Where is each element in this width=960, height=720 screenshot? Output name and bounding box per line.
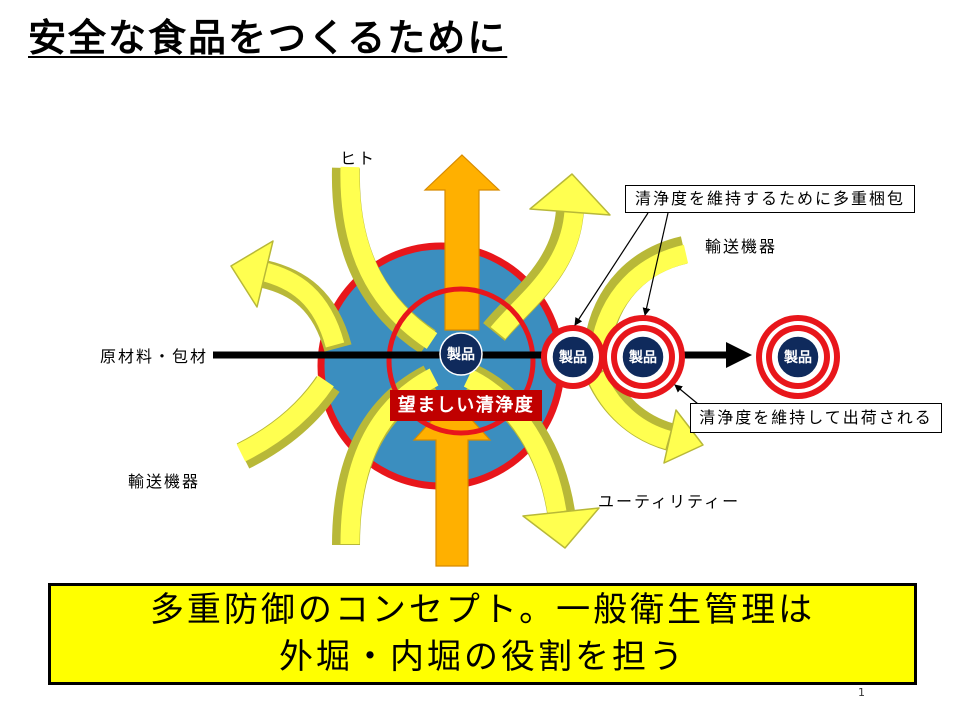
target-cleanliness-label: 望ましい清浄度 xyxy=(390,390,542,421)
product-disc xyxy=(621,335,665,379)
product-disc xyxy=(551,335,595,379)
lower-right-outflow-arrowhead xyxy=(522,507,600,549)
lower-right-outflow-arrow xyxy=(463,365,600,549)
people-inflow-arrow-face xyxy=(340,166,438,349)
people-label: ヒト xyxy=(340,149,376,168)
packaging-callout-leader-1 xyxy=(574,212,649,326)
shipping-callout: 清浄度を維持して出荷される xyxy=(690,403,942,433)
upper-right-outflow-arrowhead xyxy=(529,173,611,216)
product-single-packed: 製品 xyxy=(541,325,605,389)
summary-box: 多重防御のコンセプト。一般衛生管理は 外堀・内堀の役割を担う xyxy=(48,583,917,685)
slide-title: 安全な食品をつくるために xyxy=(28,16,508,60)
top-outflow-orange-arrow xyxy=(423,154,501,331)
raw-materials-label: 原材料・包材 xyxy=(100,347,208,366)
lower-left-transport-inflow-arrow-face xyxy=(236,375,334,462)
page-number: 1 xyxy=(858,686,865,699)
utilities-label: ユーティリティー xyxy=(598,492,740,511)
transport-lower-label: 輸送機器 xyxy=(128,472,200,491)
packaging-callout-leader-2 xyxy=(642,212,669,316)
product-in-process: 製品 xyxy=(439,332,483,376)
bottom-inflow-arrow-face xyxy=(340,368,439,545)
left-outflow-arrow-face xyxy=(258,261,345,348)
upper-right-transport-inflow-arrow-face xyxy=(590,244,689,350)
right-outflow-arrow-face xyxy=(587,371,671,450)
upper-right-outflow-arrow-face xyxy=(490,210,584,340)
right-outflow-arrow xyxy=(585,366,704,464)
inner-moat-circle xyxy=(386,286,536,436)
summary-line-2: 外堀・内堀の役割を担う xyxy=(279,637,686,677)
shipping-callout-leader xyxy=(674,384,699,405)
product-label: 製品 xyxy=(783,349,812,366)
upper-right-transport-inflow-arrow xyxy=(584,236,689,350)
people-inflow-arrow xyxy=(331,166,438,354)
product-multi-packed: 製品 xyxy=(601,315,685,399)
transport-upper-label: 輸送機器 xyxy=(705,237,777,256)
right-outflow-arrowhead xyxy=(663,409,704,464)
lower-left-transport-inflow-arrow xyxy=(236,375,340,469)
upper-right-outflow-arrow xyxy=(483,173,611,342)
product-disc xyxy=(439,332,483,376)
lower-right-outflow-arrow-face xyxy=(463,369,567,514)
bottom-orange-arrow xyxy=(412,397,492,567)
product-disc xyxy=(776,335,820,379)
product-label: 製品 xyxy=(558,349,587,366)
summary-line-1: 多重防御のコンセプト。一般衛生管理は xyxy=(149,590,816,630)
left-outflow-arrow xyxy=(230,240,352,353)
production-flow-arrowhead xyxy=(726,342,752,368)
product-shipped: 製品 xyxy=(756,315,840,399)
left-outflow-arrowhead xyxy=(230,240,274,308)
product-label: 製品 xyxy=(628,349,657,366)
packaging-callout: 清浄度を維持するために多重梱包 xyxy=(625,185,915,213)
product-label: 製品 xyxy=(446,346,475,363)
